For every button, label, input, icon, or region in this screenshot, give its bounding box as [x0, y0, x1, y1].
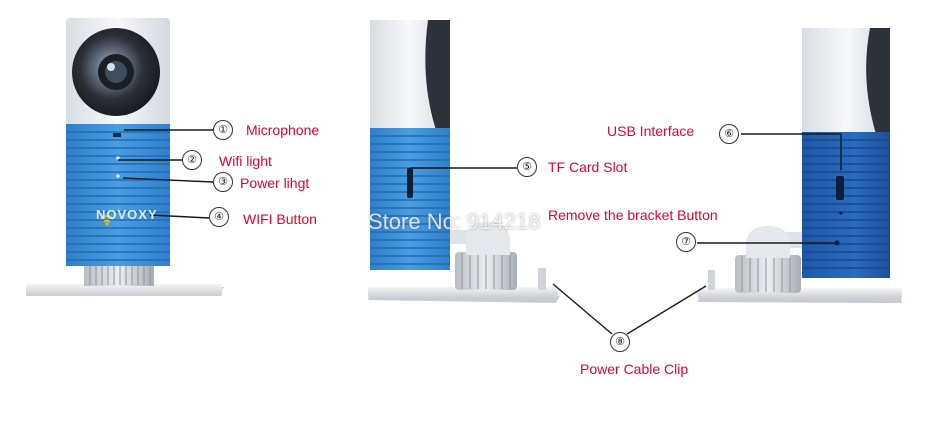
- callout-label-microphone: Microphone: [246, 122, 320, 138]
- callout-marker-5: ⑤: [517, 157, 537, 177]
- callout-marker-7: ⑦: [676, 232, 696, 252]
- callout-marker-1: ①: [213, 120, 233, 140]
- brand-logo: NOVOXY: [96, 207, 158, 222]
- callout-label-power-light: Power lihgt: [240, 175, 310, 191]
- callout-marker-2: ②: [182, 150, 202, 170]
- callout-marker-4: ④: [209, 207, 229, 227]
- camera-front-view: [26, 18, 224, 296]
- callout-label-remove-bracket-button: Remove the bracket Button: [548, 207, 718, 223]
- camera-side-view-right: [698, 28, 902, 303]
- callout-marker-3: ③: [213, 172, 233, 192]
- callout-label-usb-interface: USB Interface: [607, 123, 695, 139]
- callout-marker-8: ⑧: [610, 332, 630, 352]
- callout-label-wifi-button: WIFI Button: [243, 211, 317, 227]
- callout-label-wifi-light: Wifi light: [219, 153, 272, 169]
- camera-side-view-left: [368, 20, 560, 303]
- callout-marker-6: ⑥: [719, 124, 739, 144]
- store-watermark: Store No: 914218: [368, 209, 541, 234]
- callout-label-power-cable-clip: Power Cable Clip: [580, 361, 689, 377]
- callout-label-tf-card-slot: TF Card Slot: [548, 159, 628, 175]
- leader-lines: [118, 129, 842, 335]
